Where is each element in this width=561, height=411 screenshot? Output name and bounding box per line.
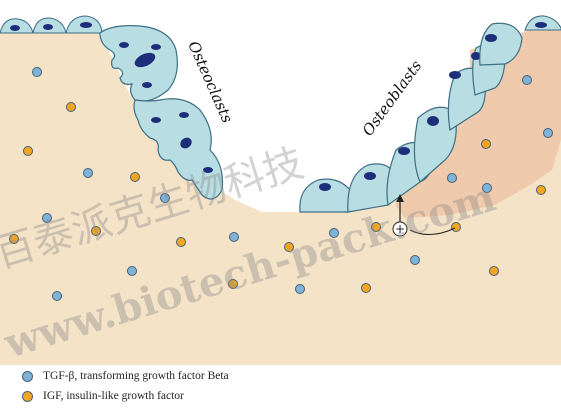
igf-swatch [22,390,33,402]
legend-label: IGF, insulin-like growth factor [43,390,184,402]
osteoblasts-label: Osteoblasts [359,57,426,140]
legend-label: TGF-β, transforming growth factor Beta [43,370,229,382]
osteoclast-cell [99,25,178,102]
osteoblast-cells [299,22,523,213]
legend: TGF-β, transforming growth factor Beta I… [22,366,542,406]
igf-particles [9,102,546,293]
legend-item-tgf-beta: TGF-β, transforming growth factor Beta [22,366,542,386]
tgf-beta-particles [32,67,553,301]
plus-symbol [392,221,408,237]
tgf-beta-swatch [22,370,33,382]
lining-cells [0,15,103,34]
lining-cells-right [524,15,561,31]
legend-item-igf: IGF, insulin-like growth factor [22,386,542,406]
osteoclast-cell [133,98,224,200]
bone-remodeling-diagram: + Osteoclasts Osteoblasts 百泰派克生物科技 www.b… [0,15,561,365]
osteoid-region [395,28,561,218]
plus-sign: + [395,222,405,236]
stimulation-arrow: + [392,194,456,237]
